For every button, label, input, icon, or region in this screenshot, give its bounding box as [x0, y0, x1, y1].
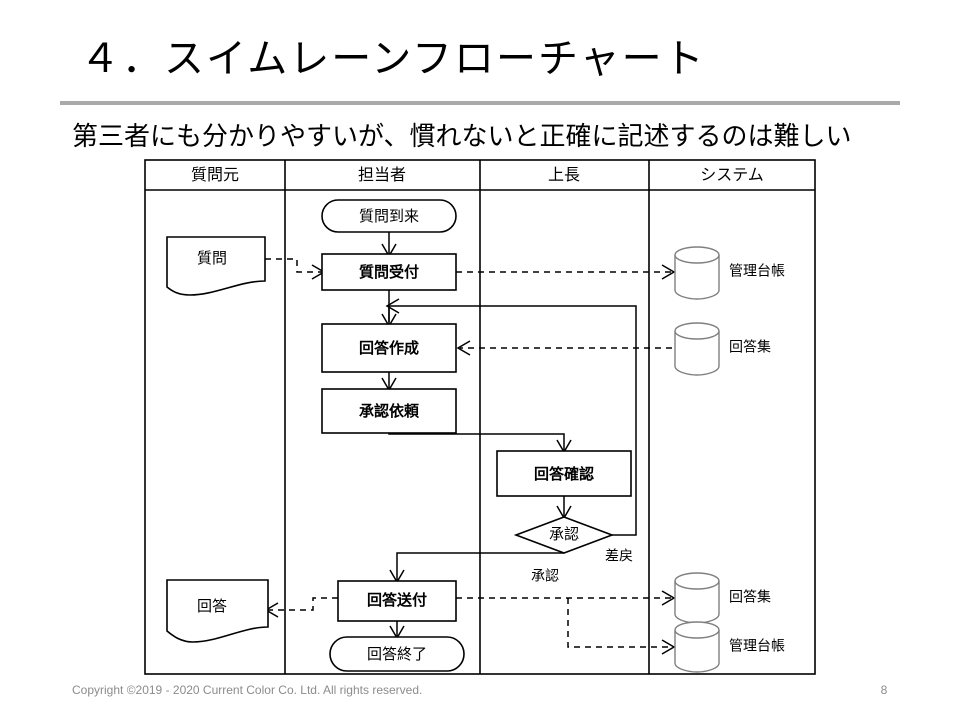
- title-divider: [60, 101, 900, 105]
- arrowhead-recv-to-db1: [661, 264, 676, 280]
- db-cylinder-body: [674, 331, 720, 376]
- db-cylinder-top: [674, 322, 720, 340]
- node-draft[interactable]: 回答作成: [321, 323, 457, 373]
- node-doc-question[interactable]: 質問: [166, 236, 266, 296]
- node-review[interactable]: 回答確認: [496, 450, 632, 497]
- document-shape: [166, 236, 266, 296]
- swimlane-grid: [144, 159, 816, 675]
- process-shape: [496, 450, 632, 497]
- node-doc-answer[interactable]: 回答: [166, 579, 269, 643]
- node-receive[interactable]: 質問受付: [321, 253, 457, 291]
- edge-approve-to-send: [396, 552, 564, 580]
- node-draft-label: 回答作成: [359, 339, 419, 357]
- database-manage-ledger-top[interactable]: 管理台帳: [674, 246, 785, 300]
- page-title: ４．スイムレーンフローチャート: [80, 37, 706, 81]
- db-cylinder-top: [674, 572, 720, 590]
- process-shape: [321, 388, 457, 434]
- node-send[interactable]: 回答送付: [337, 580, 457, 622]
- node-review-label: 回答確認: [534, 465, 594, 483]
- node-approval-request-label: 承認依頼: [359, 402, 420, 420]
- terminator-shape: [329, 636, 465, 672]
- edge-doc-q-to-recv: [265, 258, 322, 273]
- node-receive-label: 質問受付: [359, 263, 419, 281]
- arrowhead-db2-to-draft: [456, 340, 471, 356]
- node-send-label: 回答送付: [367, 591, 427, 609]
- process-shape: [321, 323, 457, 373]
- database-label-3: 管理台帳: [729, 638, 785, 654]
- db-cylinder-top: [674, 246, 720, 264]
- footer-page-number: 8: [880, 683, 888, 697]
- lane-header-label-2: 上長: [548, 166, 580, 184]
- node-decision[interactable]: 承認: [513, 516, 615, 554]
- node-doc-answer-label: 回答: [197, 598, 227, 615]
- database-manage-ledger-bottom[interactable]: 管理台帳: [674, 621, 785, 673]
- connectors: 質問受付 --> 管理台帳 --> 回答作成 -->: [264, 230, 676, 655]
- db-cylinder-body: [674, 630, 720, 673]
- database-label-2: 回答集: [729, 589, 771, 605]
- database-answer-set-bottom[interactable]: 回答集: [674, 572, 771, 624]
- decision-shape: [513, 516, 615, 554]
- document-shape: [166, 579, 269, 643]
- edge-send-to-db4: [567, 598, 672, 648]
- database-label-0: 管理台帳: [729, 263, 785, 279]
- database-answer-set-top[interactable]: 回答集: [674, 322, 771, 376]
- node-doc-question-label: 質問: [197, 249, 227, 267]
- node-start[interactable]: 質問到来: [321, 199, 457, 233]
- database-label-1: 回答集: [729, 339, 771, 355]
- node-decision-label: 承認: [549, 526, 579, 543]
- node-approval-request[interactable]: 承認依頼: [321, 388, 457, 434]
- lane-header-label-1: 担当者: [358, 166, 406, 184]
- edge-request-to-review: [388, 433, 565, 450]
- edge-reject-loop: [388, 305, 637, 536]
- arrowhead-send-to-db3: [661, 590, 676, 606]
- lane-headers: 質問元 担当者 上長 システム: [191, 166, 764, 184]
- terminator-shape: [321, 199, 457, 233]
- node-end[interactable]: 回答終了: [329, 636, 465, 672]
- slide-subtitle: 第三者にも分かりやすいが、慣れないと正確に記述するのは難しい: [72, 121, 852, 151]
- edge-send-to-doc-a: [268, 597, 338, 611]
- edge-label-reject: 差戻: [605, 548, 633, 564]
- arrowhead-send-to-db4: [661, 639, 676, 655]
- arrowhead-reject-loop: [385, 298, 400, 314]
- db-cylinder-body: [674, 255, 720, 300]
- db-cylinder-top: [674, 621, 720, 639]
- node-end-label: 回答終了: [367, 646, 427, 663]
- lane-header-label-3: システム: [700, 167, 764, 184]
- process-shape: [337, 580, 457, 622]
- edge-label-approve: 承認: [531, 568, 559, 584]
- process-shape: [321, 253, 457, 291]
- node-start-label: 質問到来: [359, 207, 419, 225]
- lane-header-label-0: 質問元: [191, 166, 239, 184]
- footer-copyright: Copyright ©2019 - 2020 Current Color Co.…: [72, 683, 423, 697]
